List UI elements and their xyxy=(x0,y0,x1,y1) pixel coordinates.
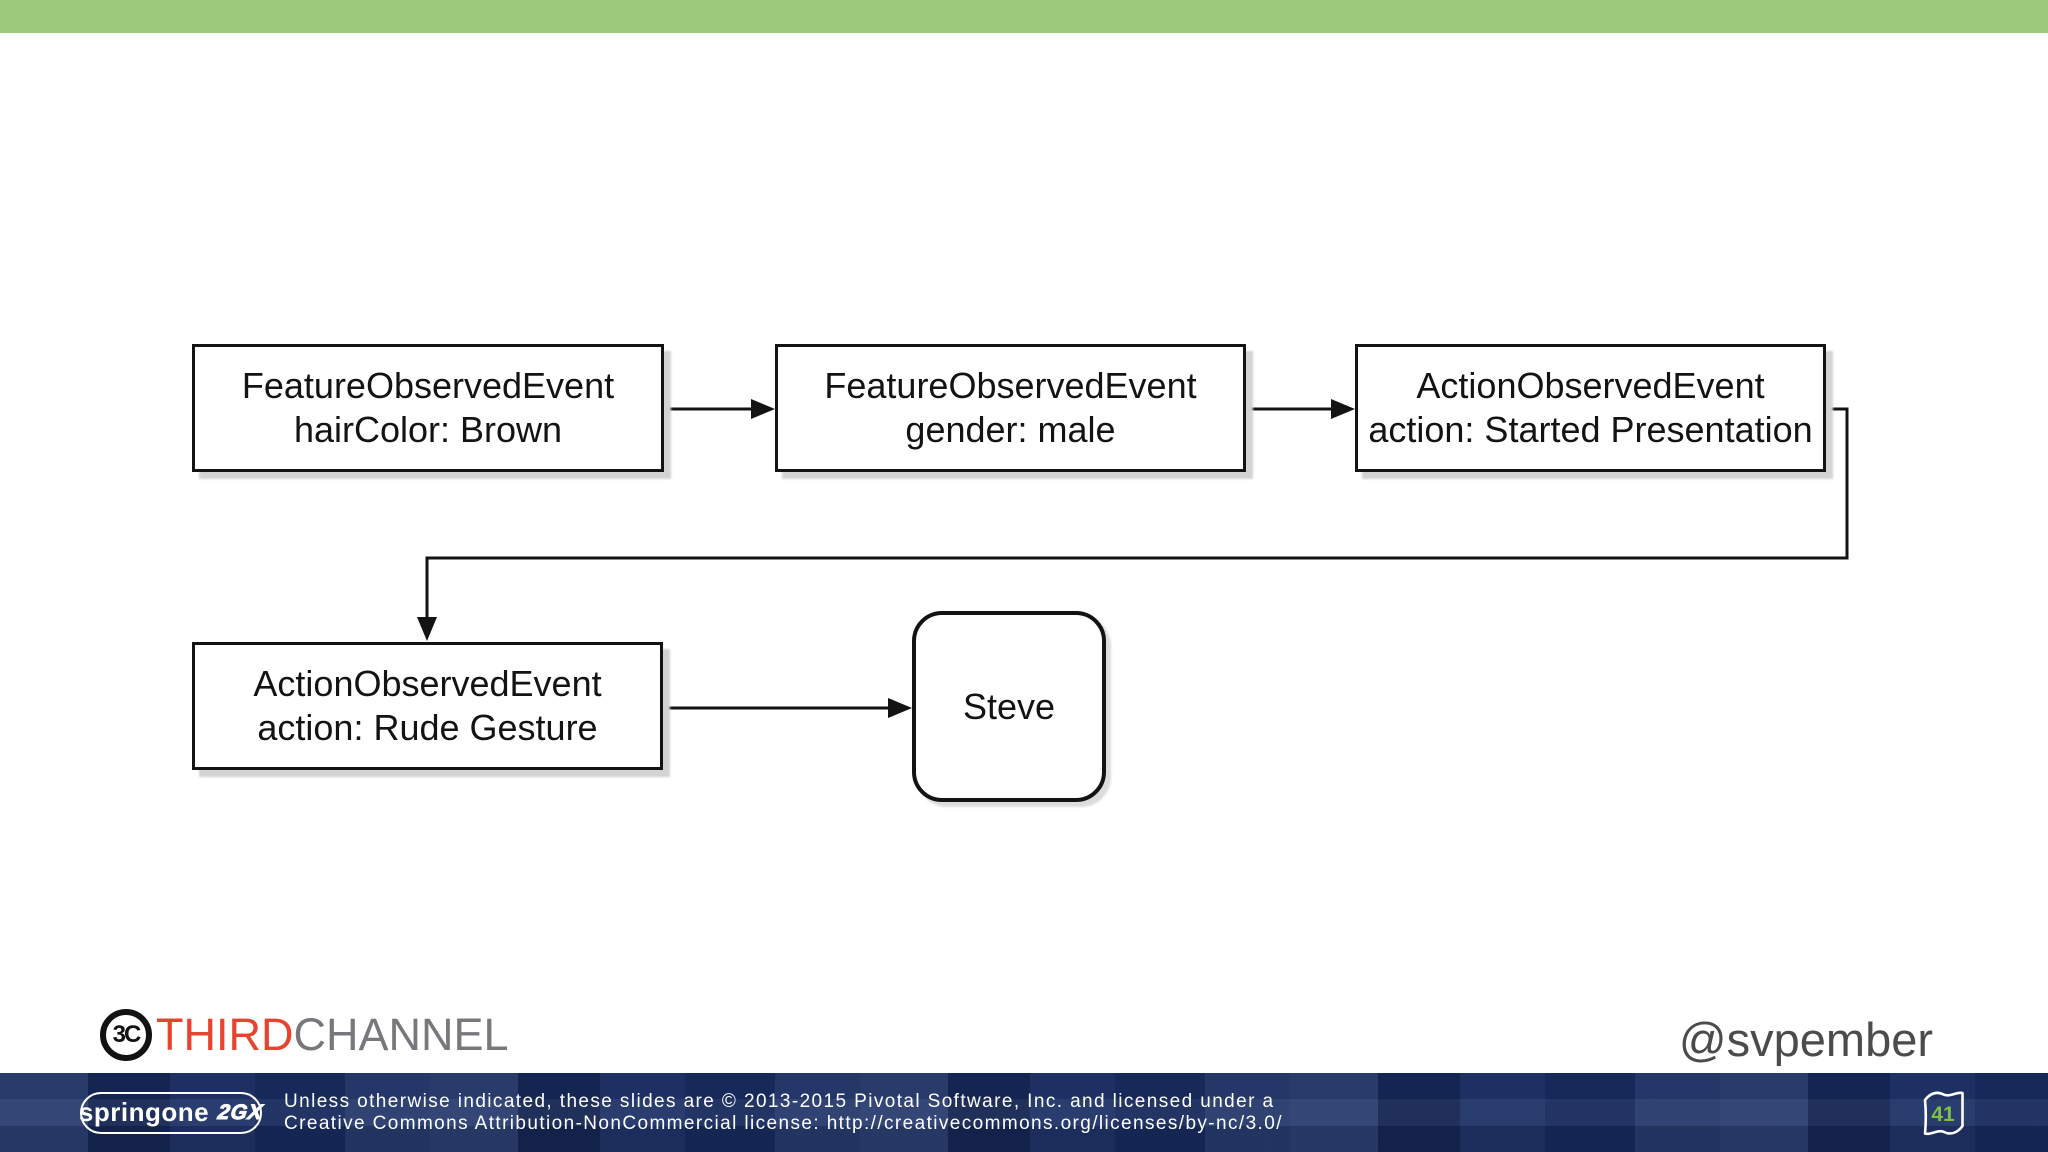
license-line-2: Creative Commons Attribution-NonCommerci… xyxy=(284,1112,1283,1134)
node-detail: action: Started Presentation xyxy=(1368,409,1813,450)
node-title: FeatureObservedEvent xyxy=(241,365,615,406)
springone-logo-text: springone xyxy=(78,1097,210,1127)
page-number-flag-icon: 41 xyxy=(1923,1090,1964,1135)
license-line-1: Unless otherwise indicated, these slides… xyxy=(284,1090,1275,1112)
node-title: ActionObservedEvent xyxy=(1416,365,1765,406)
node-title: Steve xyxy=(962,685,1056,727)
thirdchannel-3c-icon: 3C xyxy=(100,1009,152,1061)
arrow-head-2 xyxy=(1331,399,1355,419)
arrow-head-4 xyxy=(888,698,912,718)
event-node-feature-haircolor: FeatureObservedEvent hairColor: Brown xyxy=(192,344,664,472)
2gx-logo-text: 2GX xyxy=(216,1100,265,1124)
twitter-handle: @svpember xyxy=(1678,1013,1933,1066)
node-detail: gender: male xyxy=(905,409,1116,450)
thirdchannel-3c-icon-text: 3C xyxy=(112,1021,142,1048)
thirdchannel-logo: 3C THIRDCHANNEL xyxy=(100,1008,509,1062)
arrow-head-3 xyxy=(417,617,437,641)
event-node-action-started: ActionObservedEvent action: Started Pres… xyxy=(1355,344,1826,472)
brand-word-channel: CHANNEL xyxy=(293,1009,509,1060)
node-detail: action: Rude Gesture xyxy=(257,707,598,748)
brand-word-third: THIRD xyxy=(156,1009,294,1060)
node-detail: hairColor: Brown xyxy=(293,409,563,450)
bottom-bar: springone 2GX Unless otherwise indicated… xyxy=(0,1073,2048,1152)
entity-node-steve: Steve xyxy=(912,611,1106,802)
node-title: FeatureObservedEvent xyxy=(824,365,1197,406)
node-title: ActionObservedEvent xyxy=(253,663,602,704)
thirdchannel-wordmark: THIRDCHANNEL xyxy=(156,1009,509,1061)
springone-2gx-logo: springone 2GX xyxy=(78,1091,265,1134)
page-number: 41 xyxy=(1931,1103,1955,1126)
arrow-head-1 xyxy=(751,399,775,419)
top-accent-bar xyxy=(0,0,2048,33)
event-node-feature-gender: FeatureObservedEvent gender: male xyxy=(775,344,1246,472)
event-node-action-rude: ActionObservedEvent action: Rude Gesture xyxy=(192,642,663,770)
license-text: Unless otherwise indicated, these slides… xyxy=(284,1091,1283,1135)
